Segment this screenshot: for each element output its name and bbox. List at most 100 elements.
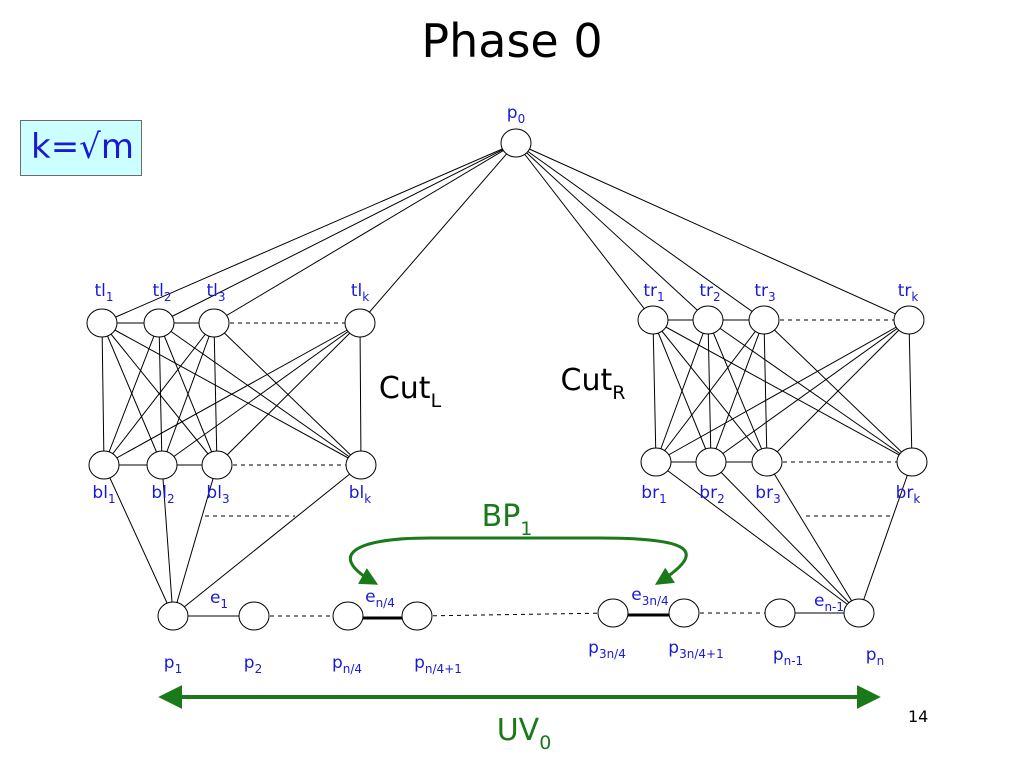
bottom-right-node-label: br1 (641, 483, 666, 506)
bipartite-edge (655, 319, 709, 463)
root-edge (359, 142, 517, 324)
bipartite-edge (763, 319, 768, 463)
bipartite-edge (158, 322, 362, 466)
edge-label: en/4 (365, 587, 395, 610)
fan-edge (710, 461, 860, 614)
edge-label: e1 (210, 588, 228, 611)
top-right-node-label: trk (898, 281, 919, 304)
fan-edge (172, 464, 218, 617)
bipartite-edge (103, 322, 160, 466)
edge-label: e3n/4 (631, 585, 668, 608)
top-left-node-label: tl3 (206, 281, 225, 304)
fan-edge (103, 464, 174, 617)
root-edge (515, 142, 654, 321)
bipartite-edge (161, 322, 361, 466)
k-formula-box: k=√m (20, 120, 142, 176)
root-edge (515, 142, 709, 321)
cut-right-label: CutR (561, 363, 626, 404)
bipartite-edge (908, 319, 913, 463)
bottom-left-node (146, 450, 178, 480)
top-left-node-label: tl2 (152, 281, 171, 304)
path-node (238, 601, 270, 631)
bipartite-edge (103, 322, 215, 466)
top-left-node-label: tlk (351, 281, 369, 304)
root-edge (515, 142, 765, 321)
top-left-node (143, 308, 175, 338)
bipartite-edge (359, 322, 362, 466)
path-node-label: p2 (244, 653, 262, 676)
bottom-left-node (88, 450, 120, 480)
bipartite-edge (652, 319, 657, 463)
top-right-node (637, 305, 669, 335)
path-node (843, 598, 875, 628)
bipartite-edge (101, 322, 105, 466)
edge-label: en-1 (814, 591, 844, 614)
top-left-node (86, 308, 118, 338)
path-node (597, 598, 629, 628)
bipartite-edge (710, 319, 765, 463)
path-node-label: pn (866, 645, 884, 668)
path-node-label: pn/4 (332, 653, 362, 676)
bipartite-edge (158, 322, 163, 466)
fan-edge (766, 461, 860, 614)
bipartite-edge (710, 319, 910, 463)
top-right-node (748, 305, 780, 335)
bipartite-edge (655, 319, 910, 463)
fan-edge (172, 464, 362, 617)
path-node-label: p3n/4+1 (668, 638, 723, 661)
root-edge (101, 142, 517, 324)
bottom-right-node-label: br2 (699, 483, 724, 506)
bottom-left-node (201, 450, 233, 480)
bp-label: BP1 (482, 499, 533, 540)
path-node-label: pn-1 (773, 645, 803, 668)
bipartite-edge (216, 322, 361, 466)
bipartite-edge (655, 319, 765, 463)
top-right-node-label: tr2 (699, 281, 720, 304)
bp-arrow (349, 536, 688, 585)
path-node (668, 598, 700, 628)
bottom-right-node (751, 447, 783, 477)
top-right-node-label: tr1 (643, 281, 664, 304)
uv-label: UV0 (497, 713, 552, 754)
path-node-label: pn/4+1 (414, 653, 462, 676)
bipartite-edge (213, 322, 218, 466)
nodes-layer (86, 128, 928, 631)
root-edge (515, 142, 910, 321)
top-left-node-label: tl1 (94, 281, 113, 304)
bipartite-edge (161, 322, 215, 466)
root-edge (158, 142, 517, 324)
path-edge-dashed (416, 612, 614, 617)
bottom-right-node-label: brk (896, 483, 921, 506)
top-right-node (893, 305, 925, 335)
bottom-left-node-label: bl1 (92, 483, 115, 506)
top-right-node (692, 305, 724, 335)
bottom-left-node-label: bl3 (206, 483, 229, 506)
bottom-right-node (695, 447, 727, 477)
top-right-node-label: tr3 (754, 281, 775, 304)
page-number: 14 (908, 707, 929, 726)
fan-edge (161, 464, 174, 617)
path-node-label: p3n/4 (588, 638, 626, 661)
page-title: Phase 0 (421, 14, 603, 68)
path-node (332, 601, 364, 631)
root-node-label: p0 (507, 103, 525, 126)
bipartite-edge (103, 322, 361, 466)
root-edge (213, 142, 517, 324)
cut-left-label: CutL (379, 371, 442, 412)
bipartite-edge (766, 319, 910, 463)
bottom-right-node (896, 447, 928, 477)
bottom-right-node (640, 447, 672, 477)
bottom-right-node-label: br3 (755, 483, 780, 506)
bipartite-edge (213, 322, 362, 466)
top-left-node (198, 308, 230, 338)
edges-layer (101, 142, 913, 709)
fan-edge (858, 461, 913, 614)
path-node (157, 601, 189, 631)
path-node-label: p1 (164, 653, 182, 676)
path-node (764, 598, 796, 628)
top-left-node (344, 308, 376, 338)
fan-edge (655, 461, 860, 614)
bottom-left-node-label: bl2 (151, 483, 174, 506)
